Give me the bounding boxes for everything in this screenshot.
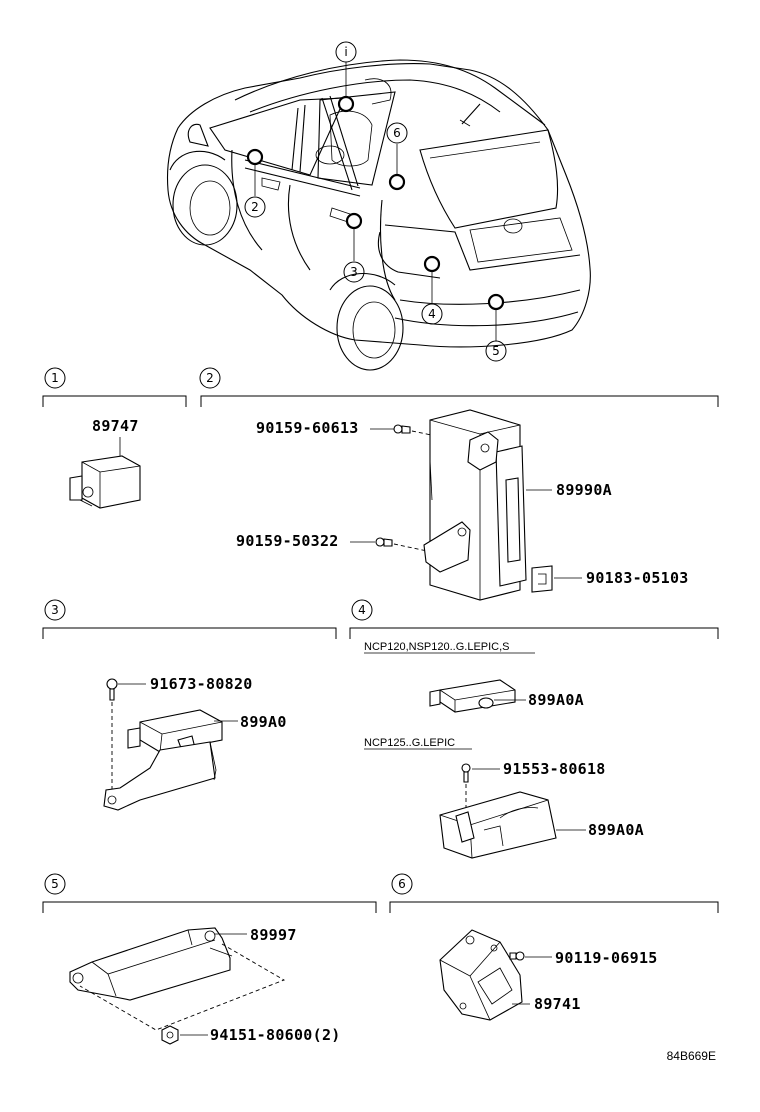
section-4: 4 NCP120,NSP120..G.LEPIC,S 899A0A NCP125… — [349, 599, 719, 859]
bolt-91673-80820 — [106, 678, 118, 701]
section-1: 1 89747 — [42, 367, 187, 509]
callout-1: i — [335, 41, 357, 63]
variant-note-b: NCP125..G.LEPIC — [364, 737, 455, 749]
part-number-91673-80820: 91673-80820 — [150, 675, 253, 693]
part-number-94151-80600: 94151-80600(2) — [210, 1026, 341, 1044]
callout-5: 5 — [485, 340, 507, 362]
variant-note-a: NCP120,NSP120..G.LEPIC,S — [364, 641, 510, 653]
clip-90183-05103 — [531, 565, 553, 593]
antenna-89997 — [69, 927, 233, 1001]
sensor-899A0A-b — [439, 791, 557, 859]
vehicle-overview: i 2 3 4 5 6 — [166, 41, 591, 371]
svg-text:4: 4 — [428, 307, 436, 321]
module-89741 — [439, 929, 523, 1021]
nut-94151-80600 — [161, 1025, 179, 1045]
section-3: 3 91673-80820 899A0 — [42, 599, 337, 811]
part-number-89990A: 89990A — [556, 481, 612, 499]
diagram-code: 84B669E — [667, 1049, 716, 1063]
bolt-90119-06915 — [509, 951, 525, 961]
part-number-899A0A-a: 899A0A — [528, 691, 584, 709]
svg-text:3: 3 — [350, 265, 358, 279]
section-number: 4 — [358, 603, 366, 617]
section-6: 6 90119-06915 89741 — [389, 873, 719, 1021]
location-marker-1 — [337, 95, 355, 113]
part-number-899A0: 899A0 — [240, 713, 287, 731]
section-number: 6 — [398, 877, 406, 891]
location-marker-3 — [345, 212, 363, 230]
svg-text:2: 2 — [251, 200, 259, 214]
part-number-89747: 89747 — [92, 417, 139, 435]
sensor-bracket-899A0 — [103, 709, 223, 811]
part-number-89997: 89997 — [250, 926, 297, 944]
control-unit-89990A — [423, 409, 527, 601]
bolt-91553-80618 — [461, 763, 471, 783]
location-marker-2 — [246, 148, 264, 166]
part-number-91553-80618: 91553-80618 — [503, 760, 606, 778]
part-number-899A0A-b: 899A0A — [588, 821, 644, 839]
location-marker-5 — [487, 293, 505, 311]
callout-2: 2 — [244, 196, 266, 218]
callout-3: 3 — [343, 261, 365, 283]
bolt-90159-50322 — [375, 537, 393, 547]
part-number-89741: 89741 — [534, 995, 581, 1013]
section-number: 2 — [206, 371, 214, 385]
section-5: 5 89997 94151-80600(2) — [42, 873, 377, 1045]
svg-text:5: 5 — [492, 344, 500, 358]
svg-text:i: i — [344, 45, 347, 59]
sensor-899A0A-a — [429, 679, 516, 713]
callout-6: 6 — [386, 122, 408, 144]
section-number: 3 — [51, 603, 59, 617]
relay-part — [69, 455, 141, 509]
part-number-90183-05103: 90183-05103 — [586, 569, 689, 587]
bolt-90159-60613 — [393, 424, 411, 434]
callout-4: 4 — [421, 303, 443, 325]
section-number: 1 — [51, 371, 59, 385]
part-number-90119-06915: 90119-06915 — [555, 949, 658, 967]
section-2: 2 90159-60613 90159-50322 8 — [199, 367, 719, 601]
location-marker-4 — [423, 255, 441, 273]
svg-text:6: 6 — [393, 126, 401, 140]
location-marker-6 — [388, 173, 406, 191]
section-number: 5 — [51, 877, 59, 891]
part-number-90159-60613: 90159-60613 — [256, 419, 359, 437]
part-number-90159-50322: 90159-50322 — [236, 532, 339, 550]
